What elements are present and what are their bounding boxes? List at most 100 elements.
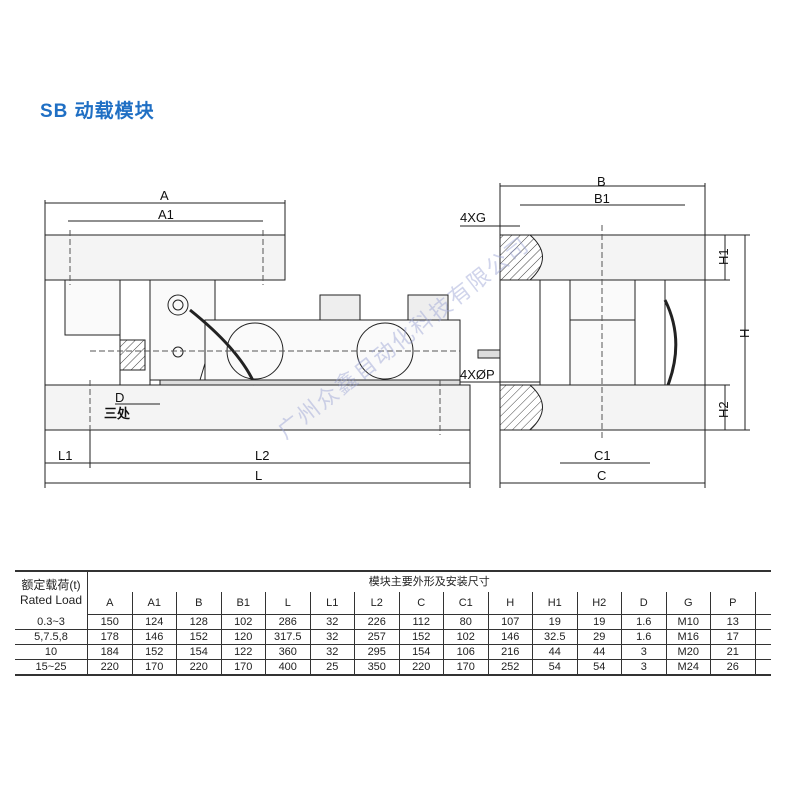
cell-a1: 170 bbox=[131, 659, 177, 676]
bolt bbox=[407, 294, 449, 321]
cell-l: 400 bbox=[265, 659, 310, 676]
blank-column bbox=[754, 592, 771, 615]
cell-c1: 80 bbox=[443, 614, 488, 630]
cell-b1: 170 bbox=[220, 659, 266, 676]
cell-d: 3 bbox=[621, 644, 666, 660]
cell-a1: 124 bbox=[131, 614, 177, 630]
dim-G: 4XG bbox=[460, 210, 486, 225]
cell-g: M16 bbox=[665, 629, 711, 645]
dim-L: L bbox=[255, 468, 262, 483]
cell-a: 178 bbox=[87, 629, 132, 645]
cell-l2: 226 bbox=[354, 614, 399, 630]
blank-cell bbox=[754, 644, 771, 660]
dim-C1: C1 bbox=[594, 448, 611, 463]
column-header-a: A bbox=[87, 592, 132, 615]
dim-L1: L1 bbox=[58, 448, 72, 463]
cell-c: 220 bbox=[398, 659, 444, 676]
cell-b1: 102 bbox=[220, 614, 266, 630]
cell-c1: 102 bbox=[443, 629, 488, 645]
cell-g: M20 bbox=[665, 644, 711, 660]
cell-c1: 106 bbox=[443, 644, 488, 660]
dim-H1: H1 bbox=[716, 248, 731, 265]
cell-g: M10 bbox=[665, 614, 711, 630]
cell-l: 360 bbox=[265, 644, 310, 660]
cell-p: 26 bbox=[710, 659, 755, 676]
cell-l2: 295 bbox=[354, 644, 399, 660]
column-header-h: H bbox=[487, 592, 533, 615]
cell-d: 3 bbox=[621, 659, 666, 676]
row-header-cn: 额定载荷(t) bbox=[21, 578, 81, 593]
cell-c: 152 bbox=[398, 629, 444, 645]
cell-p: 17 bbox=[710, 629, 755, 645]
dim-B1: B1 bbox=[594, 191, 610, 206]
blank-cell bbox=[754, 629, 771, 645]
top-plate bbox=[44, 234, 286, 281]
rated-load-cell: 15~25 bbox=[15, 659, 88, 676]
rated-load-cell: 5,7.5,8 bbox=[15, 629, 88, 645]
cell-a: 184 bbox=[87, 644, 132, 660]
cell-d: 1.6 bbox=[621, 629, 666, 645]
cell-b1: 122 bbox=[220, 644, 266, 660]
cell-a1: 152 bbox=[131, 644, 177, 660]
cell-b1: 120 bbox=[220, 629, 266, 645]
dim-B: B bbox=[597, 174, 606, 189]
front-view bbox=[44, 200, 471, 488]
blank-cell bbox=[754, 659, 771, 676]
cell-h2: 19 bbox=[576, 614, 622, 630]
cell-b: 128 bbox=[176, 614, 221, 630]
column-header-d: D bbox=[621, 592, 666, 615]
cell-g: M24 bbox=[665, 659, 711, 676]
rated-load-cell: 10 bbox=[15, 644, 88, 660]
cell-a: 220 bbox=[87, 659, 132, 676]
cell-h2: 44 bbox=[576, 644, 622, 660]
rated-load-cell: 0.3~3 bbox=[15, 614, 88, 630]
group-header: 模块主要外形及安装尺寸 bbox=[87, 570, 771, 592]
cell-d: 1.6 bbox=[621, 614, 666, 630]
cell-l1: 32 bbox=[309, 629, 355, 645]
column-header-h2: H2 bbox=[576, 592, 622, 615]
column-header-l2: L2 bbox=[354, 592, 399, 615]
cell-b: 154 bbox=[176, 644, 221, 660]
cell-l1: 25 bbox=[309, 659, 355, 676]
column-header-b: B bbox=[176, 592, 221, 615]
dim-P: 4XØP bbox=[460, 367, 495, 382]
column-header-l: L bbox=[265, 592, 310, 615]
page-title: SB 动载模块 bbox=[40, 101, 155, 122]
dimension-labels: A A1 D 三处 L1 L2 L B B1 4XG 4XØP C1 C H1 … bbox=[58, 174, 752, 483]
cell-a1: 146 bbox=[131, 629, 177, 645]
dim-H: H bbox=[737, 329, 752, 338]
cell-h: 216 bbox=[487, 644, 533, 660]
base-plate bbox=[44, 384, 471, 431]
cell-l2: 257 bbox=[354, 629, 399, 645]
cell-h: 146 bbox=[487, 629, 533, 645]
cell-h: 252 bbox=[487, 659, 533, 676]
dim-L2: L2 bbox=[255, 448, 269, 463]
cell-c: 112 bbox=[398, 614, 444, 630]
side-view bbox=[460, 183, 750, 488]
cell-p: 21 bbox=[710, 644, 755, 660]
cell-h1: 54 bbox=[532, 659, 577, 676]
cell-a: 150 bbox=[87, 614, 132, 630]
cell-c1: 170 bbox=[443, 659, 488, 676]
cell-h1: 32.5 bbox=[532, 629, 577, 645]
technical-drawing: A A1 D 三处 L1 L2 L B B1 4XG 4XØP C1 C H1 … bbox=[44, 174, 752, 488]
column-header-b1: B1 bbox=[220, 592, 266, 615]
column-header-p: P bbox=[710, 592, 755, 615]
dim-D: D bbox=[115, 390, 124, 405]
column-header-c1: C1 bbox=[443, 592, 488, 615]
cell-l: 286 bbox=[265, 614, 310, 630]
cell-l1: 32 bbox=[309, 614, 355, 630]
cell-l1: 32 bbox=[309, 644, 355, 660]
column-header-a1: A1 bbox=[131, 592, 177, 615]
cell-p: 13 bbox=[710, 614, 755, 630]
cell-h1: 19 bbox=[532, 614, 577, 630]
cell-h2: 54 bbox=[576, 659, 622, 676]
blank-cell bbox=[754, 614, 771, 630]
cell-b: 220 bbox=[176, 659, 221, 676]
column-header-l1: L1 bbox=[309, 592, 355, 615]
